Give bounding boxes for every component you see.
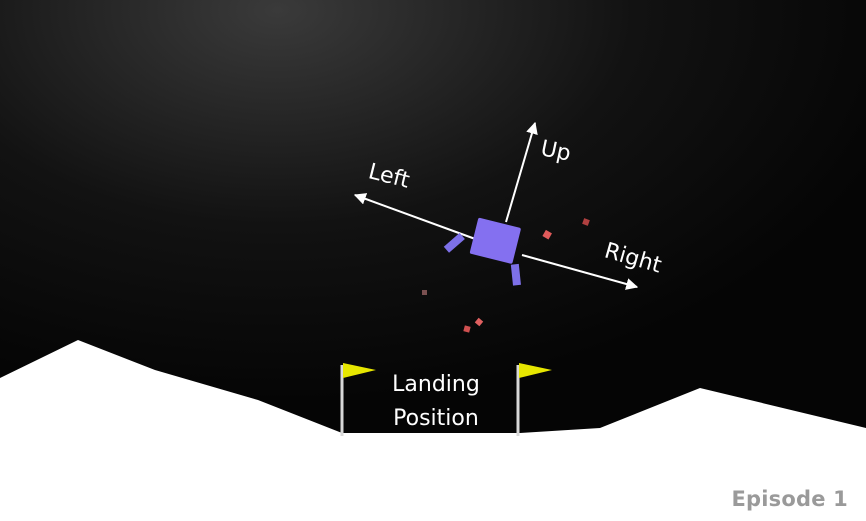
landing-label-line2: Position <box>393 406 479 431</box>
right-arrow <box>521 254 639 290</box>
thruster-particles <box>422 218 590 333</box>
lunar-lander <box>443 217 521 286</box>
landing-label-line1: Landing <box>392 372 480 397</box>
right-landing-flag <box>516 363 552 436</box>
episode-counter: Episode 1 <box>731 487 848 511</box>
lander-right-leg <box>510 263 521 286</box>
up-label: Up <box>538 136 573 167</box>
lander-left-leg <box>443 232 465 253</box>
up-arrow <box>505 121 538 223</box>
left-landing-flag <box>340 363 376 436</box>
lander-body <box>469 217 521 264</box>
left-arrow <box>353 193 479 241</box>
moon-terrain <box>0 340 866 521</box>
direction-arrows <box>353 121 639 290</box>
